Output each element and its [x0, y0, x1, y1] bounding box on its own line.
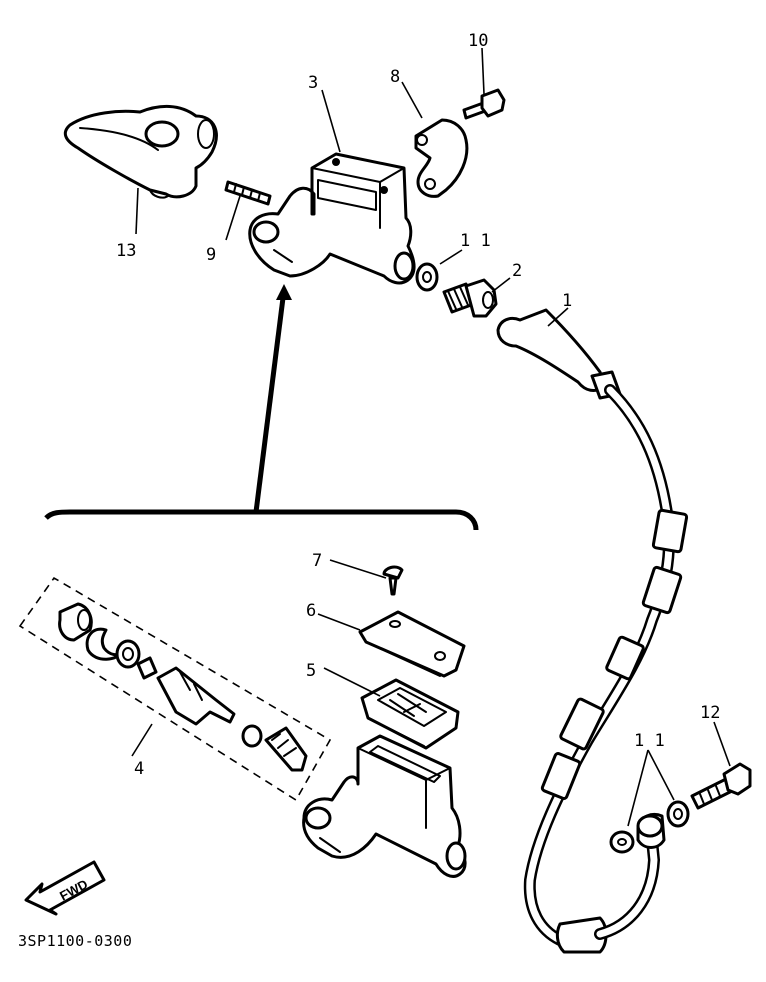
- callout-11-bottom: 1 1: [634, 731, 665, 751]
- part-11-washers-bottom: [609, 800, 690, 854]
- part-13-cover: [63, 105, 218, 199]
- part-5-diaphragm: [360, 678, 460, 750]
- callout-10: 10: [468, 31, 488, 51]
- callout-leaders: [131, 47, 731, 827]
- callout-3: 3: [308, 73, 318, 93]
- part-3-master-cylinder: [248, 152, 416, 285]
- callout-2: 2: [512, 261, 522, 281]
- callout-13: 13: [116, 241, 136, 261]
- part-8-clamp: [414, 118, 469, 198]
- callout-5: 5: [306, 661, 316, 681]
- part-10-bolt: [462, 88, 506, 120]
- detail-bracket: [44, 509, 479, 531]
- part-12-bolt: [690, 762, 752, 810]
- callout-1: 1: [562, 291, 572, 311]
- part-11-washer-top: [415, 262, 439, 292]
- callout-12: 12: [700, 703, 720, 723]
- part-code: 3SP1100-0300: [18, 932, 132, 950]
- callout-11-top: 1 1: [460, 231, 491, 251]
- master-cylinder-body-lower: [302, 734, 467, 878]
- part-1-hose: [496, 308, 689, 954]
- callout-7: 7: [312, 551, 322, 571]
- fwd-arrow-icon: FWD: [24, 860, 106, 916]
- callout-8: 8: [390, 67, 400, 87]
- callout-6: 6: [306, 601, 316, 621]
- part-6-cap: [358, 610, 466, 678]
- part-4-piston-kit: [18, 576, 332, 802]
- part-2-fitting: [442, 278, 498, 318]
- callout-4: 4: [134, 759, 144, 779]
- detail-pointer-arrow: [253, 284, 292, 513]
- callout-9: 9: [206, 245, 216, 265]
- part-9-bolt: [224, 180, 272, 206]
- part-7-screw: [382, 565, 404, 596]
